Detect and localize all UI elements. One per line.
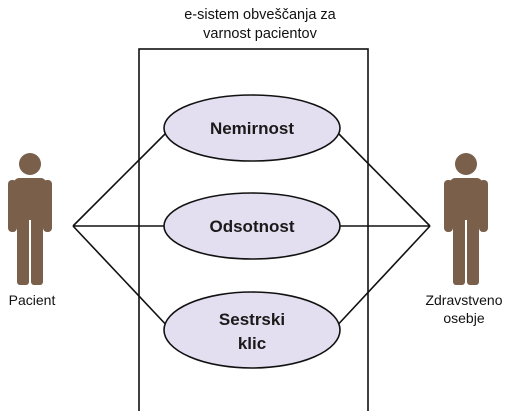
- person-icon[interactable]: [444, 153, 488, 285]
- system-boundary: [138, 48, 369, 411]
- actor-label-line: osebje: [443, 310, 485, 326]
- actor-label-line: Zdravstveno: [425, 292, 503, 308]
- use-case-ellipse: [163, 291, 341, 369]
- actor-label-zdravstveno-osebje: Zdravstveno osebje: [414, 291, 514, 327]
- system-title-line: e-sistem obveščanja za: [184, 7, 336, 23]
- use-case-label: Odsotnost: [210, 217, 295, 236]
- association-line: [72, 225, 172, 331]
- use-case-label: klic: [238, 334, 266, 353]
- association-line: [72, 127, 172, 227]
- use-case-label: Sestrski: [219, 310, 285, 329]
- person-icon[interactable]: [8, 153, 52, 285]
- use-case-label: Nemirnost: [210, 119, 294, 138]
- use-case-odsotnost[interactable]: Odsotnost: [163, 192, 341, 260]
- system-title: e-sistem obveščanja za varnost pacientov: [130, 6, 390, 44]
- use-case-ellipse: [163, 94, 341, 162]
- association-line: [332, 225, 431, 331]
- system-title-line: varnost pacientov: [203, 26, 317, 42]
- actor-label-pacient: Pacient: [8, 292, 56, 308]
- use-case-nemirnost[interactable]: Nemirnost: [163, 94, 341, 162]
- use-case-sestrski-klic[interactable]: Sestrski klic: [163, 291, 341, 369]
- use-case-ellipse: [163, 192, 341, 260]
- association-line: [332, 127, 431, 227]
